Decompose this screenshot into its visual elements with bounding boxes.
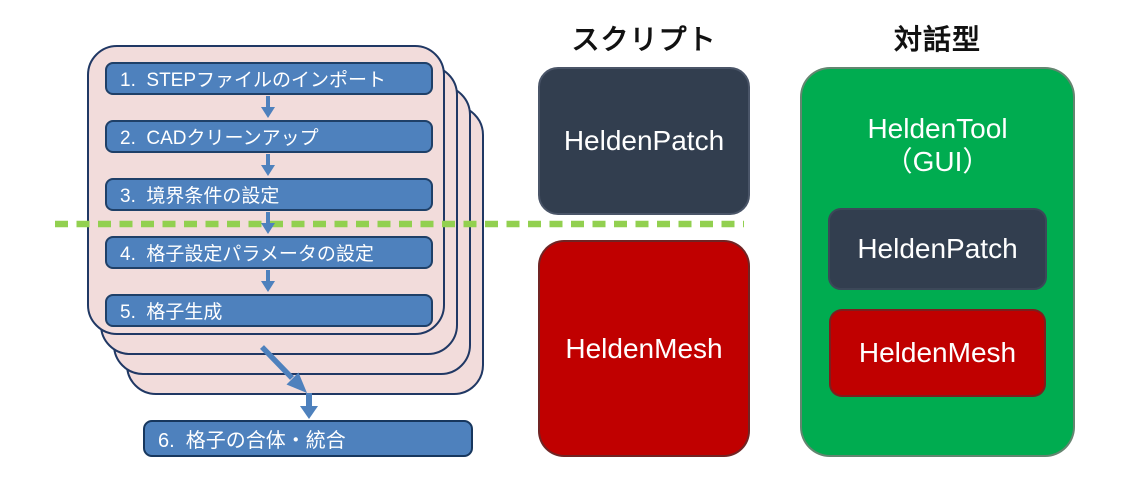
- flow-step-5: 5. 格子生成: [105, 294, 433, 327]
- heldenpatch-script-label: HeldenPatch: [563, 125, 725, 156]
- heldentool-gui-sublabel: （GUI）: [884, 146, 991, 177]
- heldenmesh-script-label: HeldenMesh: [565, 332, 723, 364]
- flow-step-3: 3. 境界条件の設定: [105, 178, 433, 211]
- flow-step-6: 6. 格子の合体・統合: [143, 420, 473, 457]
- flow-step-2: 2. CADクリーンアップ: [105, 120, 433, 153]
- flow-step-1: 1. STEPファイルのインポート: [105, 62, 433, 95]
- heldenmesh-script-box: HeldenMesh: [538, 240, 750, 457]
- heldenpatch-inner-box: HeldenPatch: [828, 208, 1047, 290]
- flow-arrow-final: [300, 393, 318, 419]
- script-column-header: スクリプト: [571, 24, 717, 55]
- heldenmesh-inner-label: HeldenMesh: [858, 337, 1017, 368]
- interactive-column-header: 対話型: [893, 24, 981, 55]
- heldentool-label: HeldenTool （GUI）: [800, 112, 1075, 178]
- heldenpatch-script-box: HeldenPatch: [538, 67, 750, 215]
- heldenmesh-inner-box: HeldenMesh: [829, 309, 1046, 397]
- heldentool-name: HeldenTool: [867, 113, 1008, 144]
- flow-step-4: 4. 格子設定パラメータの設定: [105, 236, 433, 269]
- heldenpatch-inner-label: HeldenPatch: [857, 233, 1018, 264]
